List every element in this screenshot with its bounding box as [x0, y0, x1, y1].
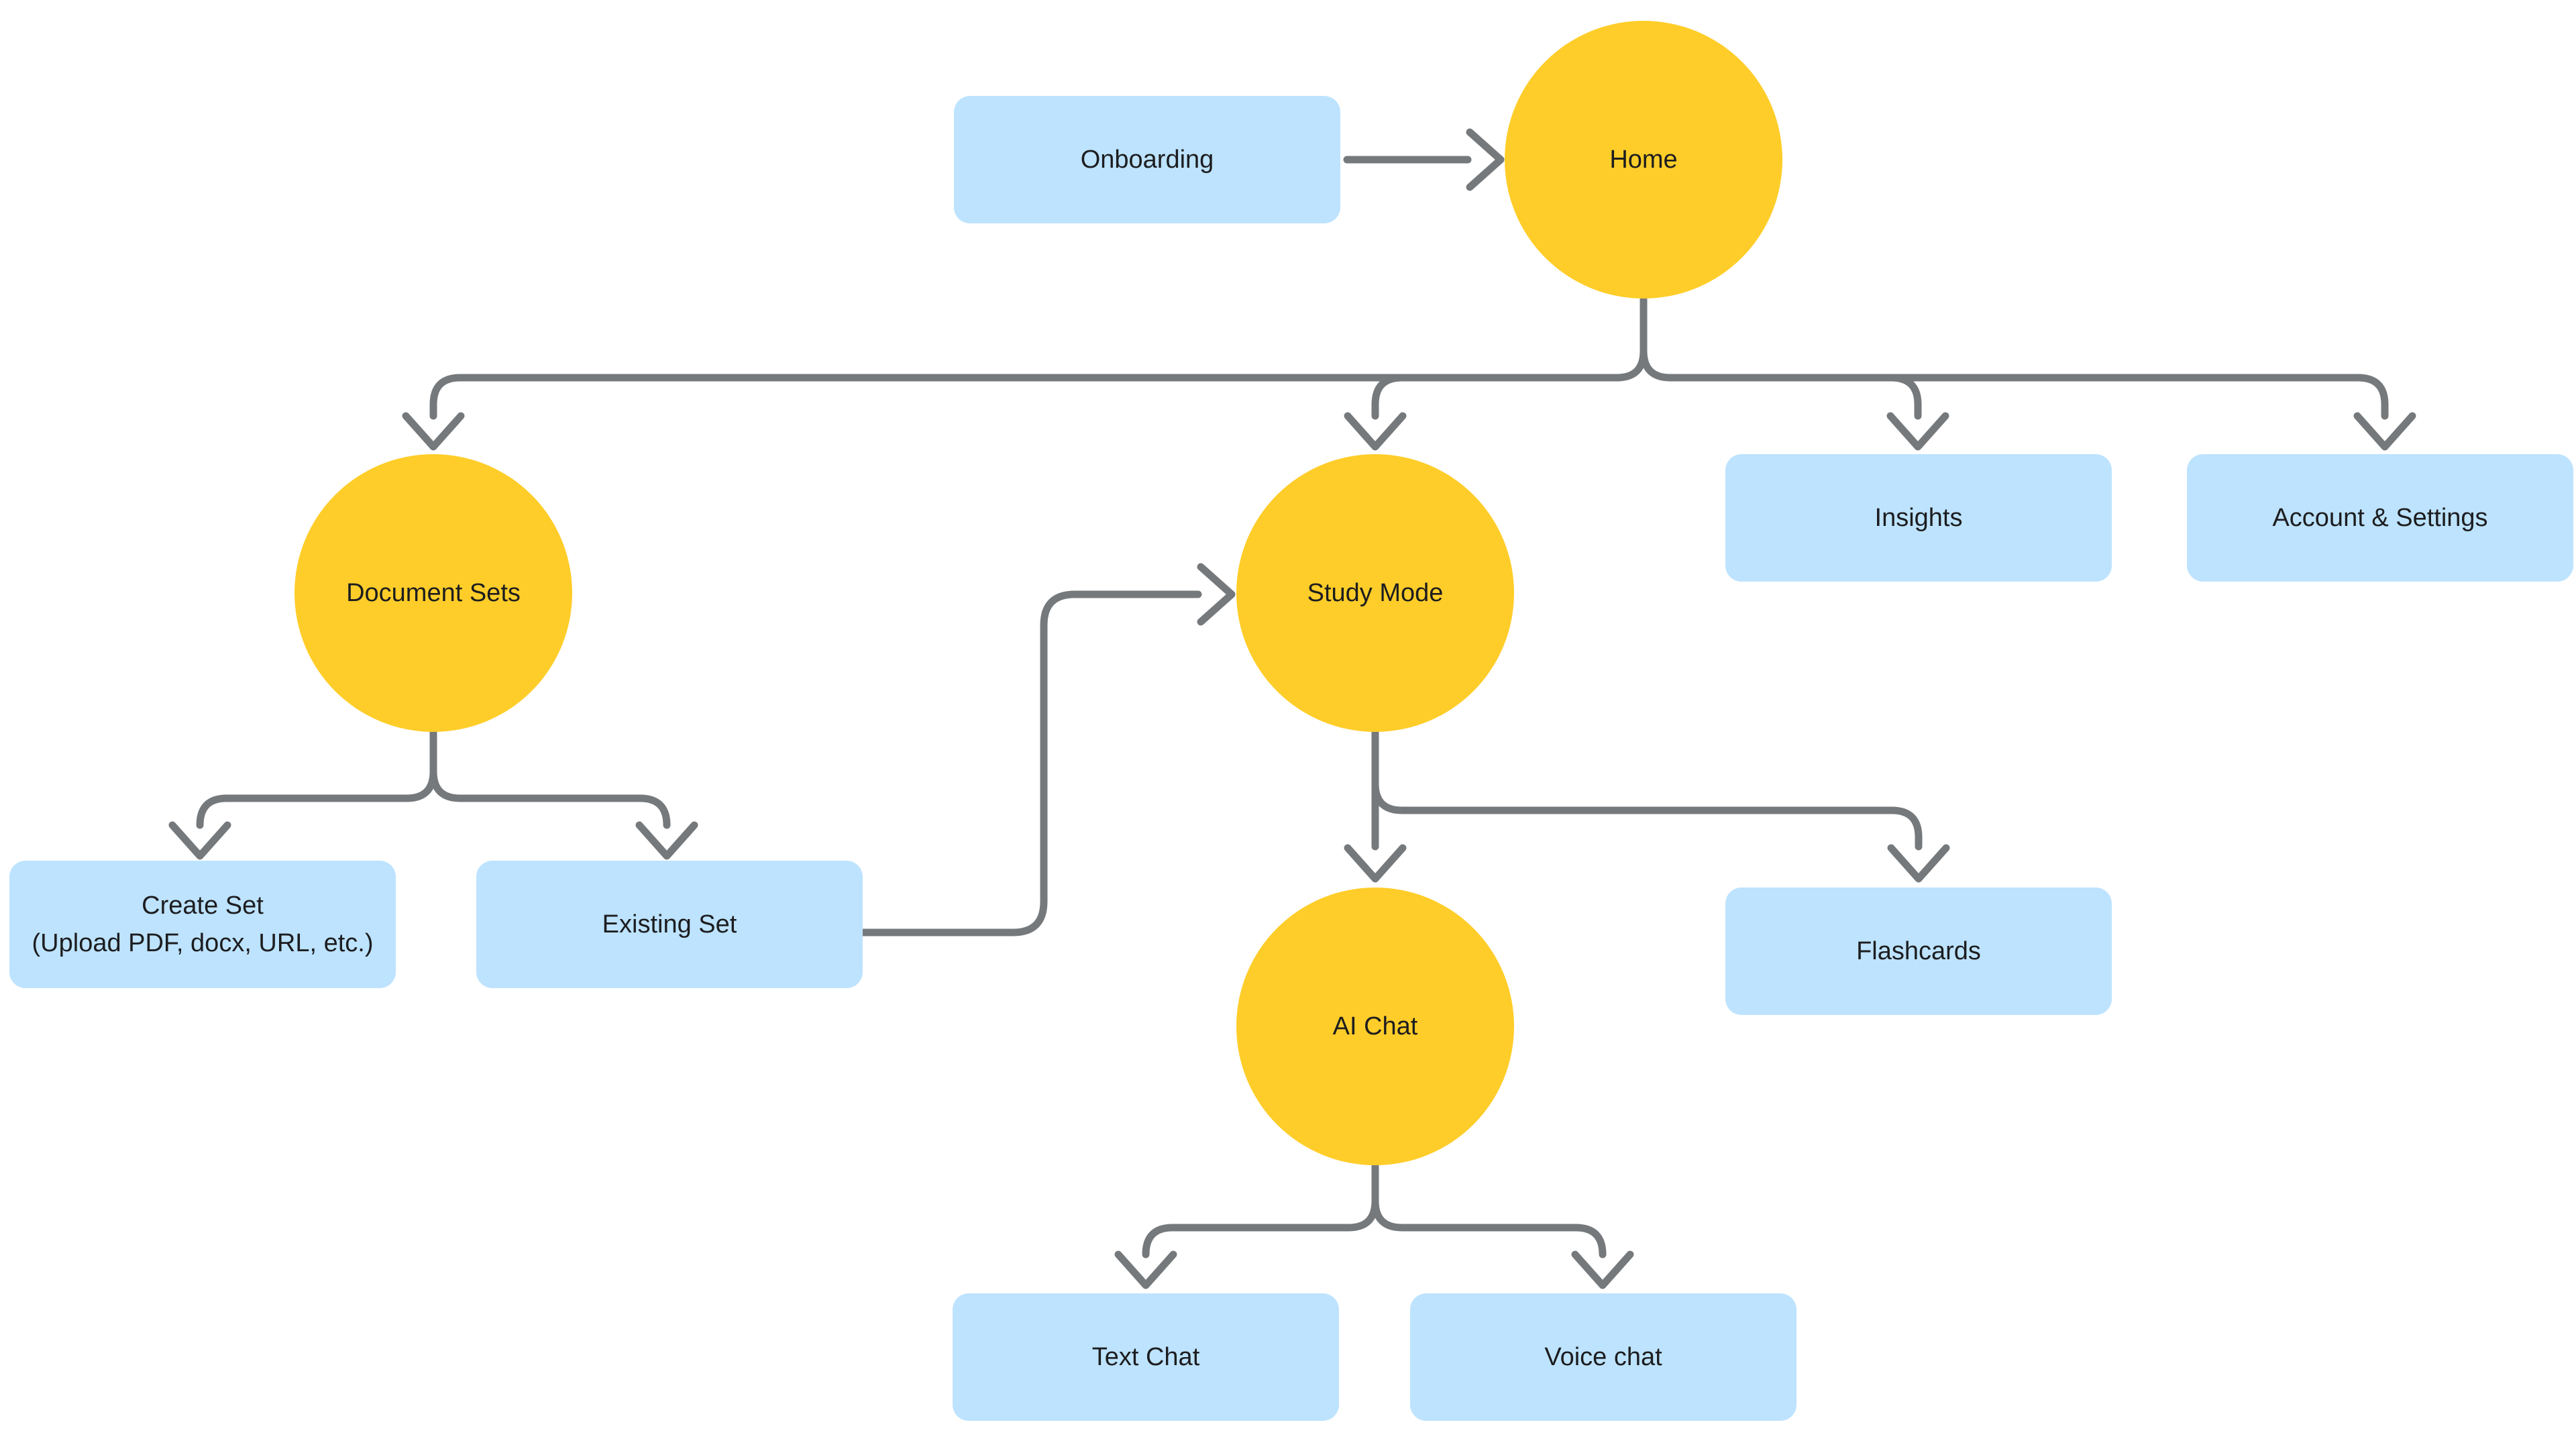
edge-document-sets-existing-set[interactable]: [429, 729, 698, 860]
node-onboarding[interactable]: Onboarding: [954, 96, 1340, 223]
edge-study-mode-ai-chat[interactable]: [1344, 729, 1407, 883]
node-flashcards-label: Flashcards: [1856, 937, 1981, 965]
node-ai-chat-label: AI Chat: [1332, 1012, 1418, 1040]
node-flashcards[interactable]: Flashcards: [1725, 888, 2112, 1015]
node-onboarding-label: Onboarding: [1080, 146, 1214, 174]
node-voice-chat[interactable]: Voice chat: [1410, 1293, 1796, 1421]
edge-document-sets-create-set[interactable]: [168, 729, 437, 860]
edge-home-study-mode[interactable]: [1344, 374, 1407, 451]
node-insights[interactable]: Insights: [1725, 454, 2112, 582]
node-voice-chat-label: Voice chat: [1544, 1343, 1662, 1371]
edge-home-account-settings[interactable]: [1640, 296, 2416, 451]
node-existing-set-label: Existing Set: [602, 910, 737, 938]
node-create-set[interactable]: Create Set (Upload PDF, docx, URL, etc.): [9, 861, 396, 988]
edge-home-document-sets[interactable]: [402, 296, 1648, 451]
node-text-chat[interactable]: Text Chat: [953, 1293, 1339, 1421]
node-create-set-sublabel: (Upload PDF, docx, URL, etc.): [32, 929, 374, 957]
edge-existing-set-study-mode[interactable]: [859, 563, 1236, 936]
edge-ai-chat-text-chat[interactable]: [1114, 1161, 1379, 1289]
node-existing-set[interactable]: Existing Set: [476, 861, 863, 988]
node-account-settings-label: Account & Settings: [2272, 504, 2488, 532]
node-document-sets[interactable]: Document Sets: [294, 454, 572, 732]
node-study-mode-label: Study Mode: [1307, 579, 1444, 607]
edge-study-mode-flashcards[interactable]: [1371, 780, 1950, 883]
node-home[interactable]: Home: [1505, 21, 1782, 299]
node-study-mode[interactable]: Study Mode: [1236, 454, 1514, 732]
node-account-settings[interactable]: Account & Settings: [2187, 454, 2573, 582]
node-text-chat-label: Text Chat: [1091, 1343, 1200, 1371]
node-ai-chat[interactable]: AI Chat: [1236, 888, 1514, 1165]
edge-home-insights[interactable]: [1886, 374, 1949, 451]
node-document-sets-label: Document Sets: [346, 579, 521, 607]
edge-ai-chat-voice-chat[interactable]: [1371, 1161, 1634, 1289]
node-insights-label: Insights: [1874, 504, 1963, 532]
edge-onboarding-home[interactable]: [1343, 128, 1505, 191]
node-home-label: Home: [1609, 146, 1678, 174]
node-create-set-label: Create Set: [142, 892, 264, 920]
